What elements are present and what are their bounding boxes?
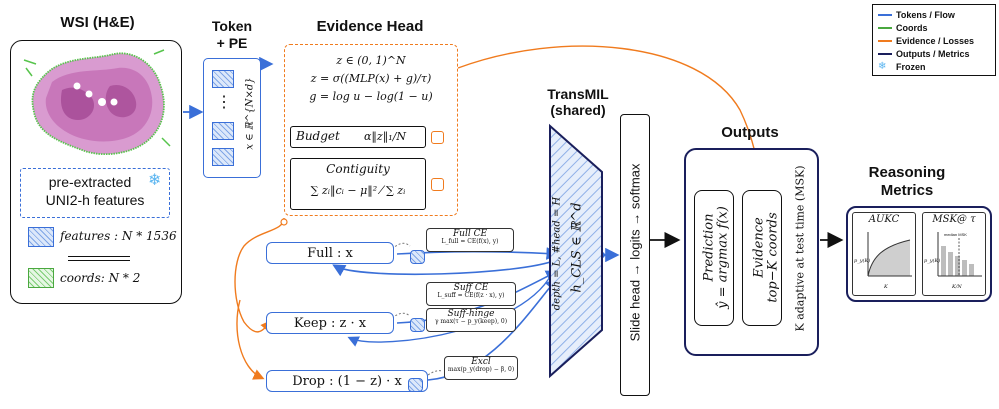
reasoning-header-line2: Metrics [880, 182, 934, 199]
legend-item-evidence: Evidence / Losses [878, 34, 990, 47]
snowflake-icon: ❄ [148, 170, 162, 189]
transmil-depth-label: depth = L, #head = H [551, 196, 563, 311]
token-cell-1 [212, 70, 234, 88]
slide-head-label: Slide head → logits → softmax [627, 163, 643, 342]
legend-swatch-evidence [878, 39, 892, 42]
contiguity-formula: ∑ zᵢ‖cᵢ − μ‖² ⁄ ∑ zᵢ [310, 184, 406, 197]
legend-item-coords: Coords [878, 21, 990, 34]
evidence-eq-z-domain: z ∈ (0, 1)^N [336, 54, 406, 67]
token-header-line1: Token [211, 18, 253, 34]
budget-loss-box [290, 126, 426, 148]
legend-label-frozen: Frozen [896, 61, 926, 72]
legend-item-tokens: Tokens / Flow [878, 8, 990, 21]
legend-swatch-outputs [878, 52, 892, 55]
legend-box: Tokens / Flow Coords Evidence / Losses O… [872, 4, 996, 76]
aukc-curve-plot [867, 232, 912, 277]
legend-swatch-tokens [878, 13, 892, 16]
msk-y-label: p_y(K) [924, 258, 941, 264]
token-header-line2: + PE [216, 35, 248, 51]
token-cell-3 [212, 148, 234, 166]
outputs-header: Outputs [721, 124, 779, 141]
contiguity-loss-box [290, 158, 426, 210]
transmil-header-line1: TransMIL [547, 86, 609, 102]
flow-transmil-back-to-full [332, 259, 557, 277]
coords-label: coords: N * 2 [60, 271, 141, 285]
msk-card [922, 212, 986, 296]
legend-label-coords: Coords [896, 22, 928, 33]
preextracted-features-box [20, 168, 170, 218]
branch-keep-label: Keep : z · x [293, 315, 367, 331]
legend-label-tokens: Tokens / Flow [896, 9, 955, 20]
prediction-title: Prediction [701, 213, 717, 282]
prediction-formula: ŷ = argmax f(x) [715, 206, 731, 309]
msk-bar-plot [937, 232, 982, 277]
evidence-output-formula: top−K coords [765, 212, 781, 303]
preextracted-label-line2: UNI2-h features [45, 192, 145, 208]
budget-label: Budget [296, 129, 340, 143]
branch-full-pill: Full : x [266, 242, 394, 264]
token-cell-2 [212, 122, 234, 140]
features-swatch [28, 227, 54, 247]
divider-double-line [68, 256, 130, 261]
k-adaptive-label: K adaptive at test time (MSK) [793, 165, 807, 332]
excl-loss-note: Excl max(p_y(drop) − β, 0) [444, 356, 518, 380]
legend-item-outputs: Outputs / Metrics [878, 47, 990, 60]
msk-x-label: K/N [952, 284, 962, 290]
branch-drop-label: Drop : (1 − z) · x [292, 373, 402, 389]
full-token-icon [410, 250, 425, 264]
suff-ce-title: Suff CE [453, 283, 489, 293]
excl-title: Excl [471, 357, 491, 367]
aukc-title: AUKC [868, 214, 900, 225]
reasoning-header-line1: Reasoning [868, 164, 946, 181]
evidence-head-header: Evidence Head [316, 18, 424, 35]
legend-label-evidence: Evidence / Losses [896, 35, 975, 46]
suff-hinge-loss-note: Suff-hinge γ max(τ − p_y(keep), 0) [426, 308, 516, 332]
wsi-header: WSI (H&E) [60, 14, 135, 31]
transmil-trapezoid [549, 123, 603, 379]
slide-head-box [620, 114, 650, 396]
legend-swatch-coords [878, 26, 892, 29]
coords-swatch [28, 268, 54, 288]
legend-item-frozen: ❄ Frozen [878, 60, 990, 73]
orange-drop-connector [236, 299, 265, 380]
transmil-header-line2: (shared) [550, 102, 606, 118]
transmil-hcls-label: h_CLS ∈ ℝ^d [569, 202, 585, 293]
evidence-output-box [742, 190, 782, 326]
full-ce-formula: L_full = CE(f(x), y) [441, 238, 499, 246]
suff-hinge-formula: γ max(τ − p_y(keep), 0) [434, 318, 508, 326]
drop-token-icon [408, 378, 423, 392]
wsi-slide-image [23, 49, 171, 156]
msk-median-marker: median MSK [944, 232, 967, 237]
keep-token-icon [410, 318, 425, 332]
excl-formula: max(p_y(drop) − β, 0) [447, 366, 515, 374]
aukc-x-label: K [884, 284, 888, 290]
evidence-eq-gumbel: g = log u − log(1 − u) [309, 90, 433, 103]
aukc-y-label: p_y(K) [854, 258, 871, 264]
full-ce-loss-note: Full CE L_full = CE(f(x), y) [426, 228, 514, 252]
orange-branch-connector [234, 217, 285, 333]
msk-title: MSK@ τ [932, 214, 976, 225]
suff-ce-loss-note: Suff CE L_suff = CE(f(z · x), y) [426, 282, 516, 306]
contiguity-loss-indicator [431, 178, 444, 191]
suff-hinge-title: Suff-hinge [447, 309, 495, 319]
contiguity-label: Contiguity [326, 162, 390, 176]
evidence-output-title: Evidence [751, 217, 767, 278]
branch-keep-pill: Keep : z · x [266, 312, 394, 334]
legend-snowflake-icon: ❄ [878, 61, 887, 72]
branch-drop-pill: Drop : (1 − z) · x [266, 370, 428, 392]
preextracted-label-line1: pre-extracted [48, 174, 132, 190]
full-ce-title: Full CE [452, 229, 488, 239]
token-dimension-label: x ∈ ℝ^{N×d} [244, 77, 256, 150]
branch-full-label: Full : x [307, 245, 353, 261]
prediction-box [694, 190, 734, 326]
features-label: features : N * 1536 [60, 229, 177, 243]
token-dots: ⋮ [216, 94, 232, 111]
budget-loss-indicator [431, 131, 444, 144]
evidence-eq-sigmoid: z = σ((MLP(x) + g)/τ) [310, 72, 432, 85]
legend-label-outputs: Outputs / Metrics [896, 48, 970, 59]
budget-formula: α‖z‖₁/N [364, 130, 406, 143]
suff-ce-formula: L_suff = CE(f(z · x), y) [437, 292, 505, 300]
